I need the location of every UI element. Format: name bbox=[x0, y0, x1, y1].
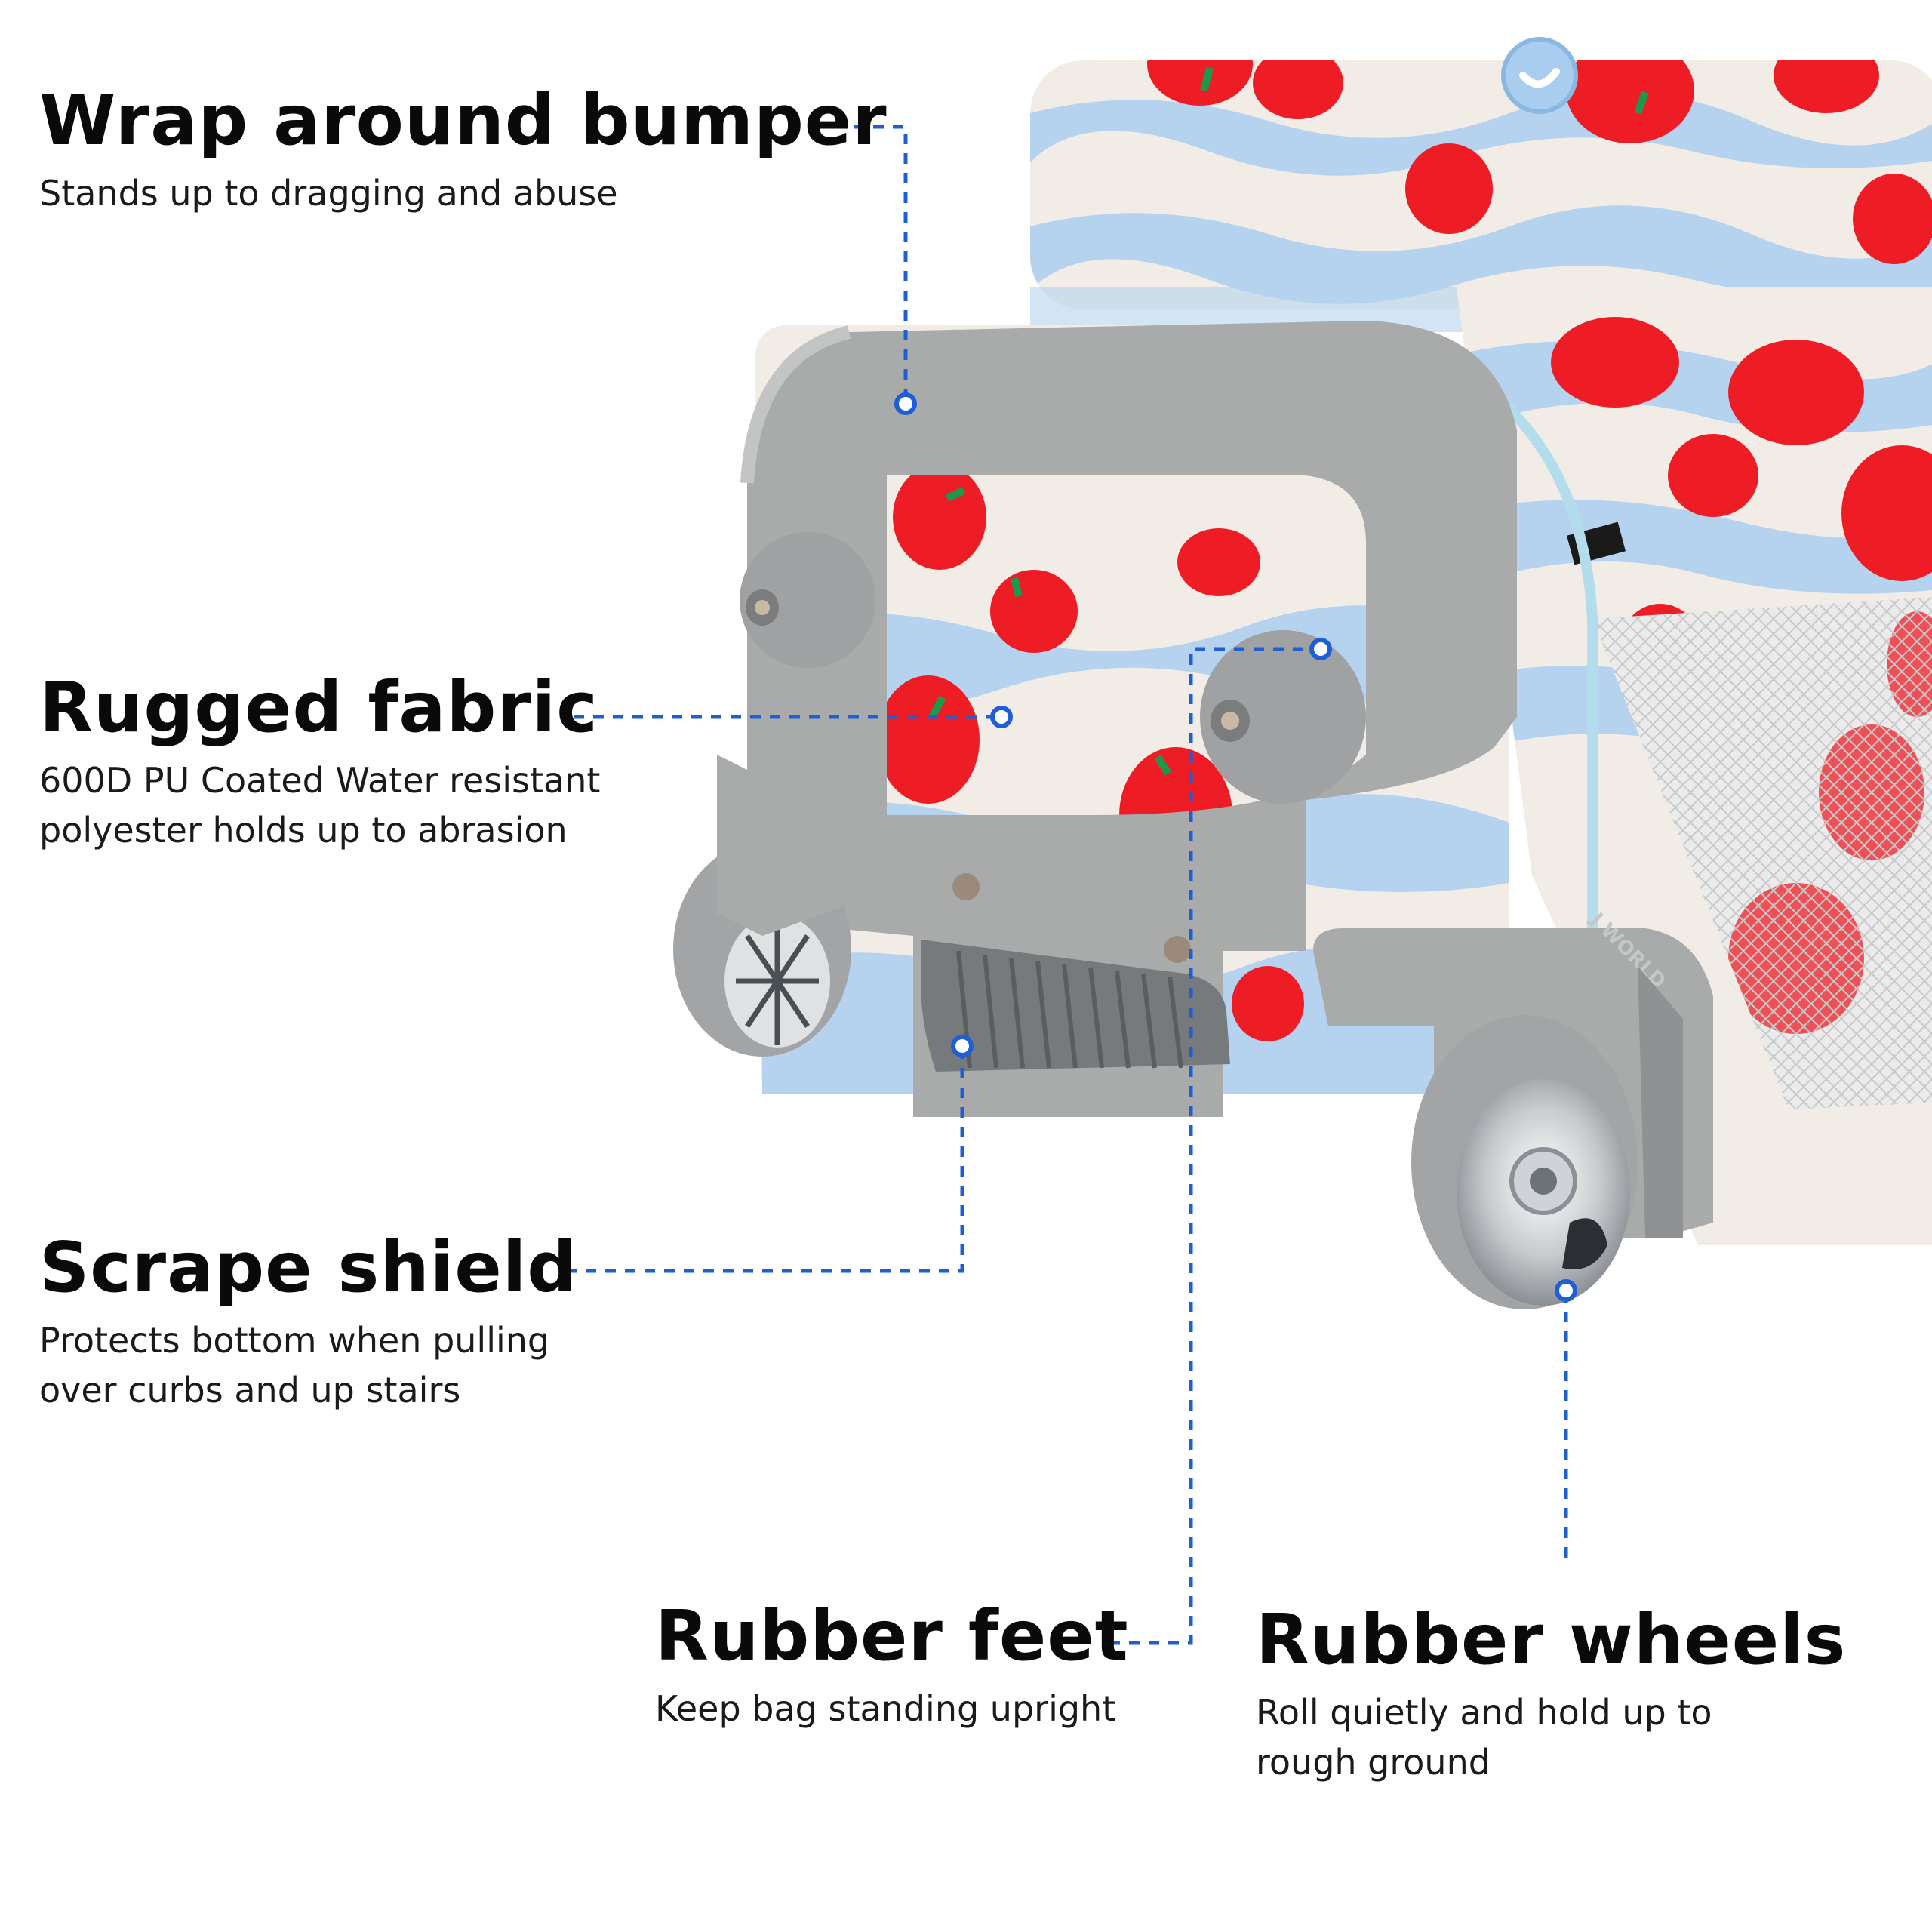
right-wheel: J WORLD bbox=[1313, 908, 1713, 1309]
feature-shield: Scrape shield Protects bottom when pulli… bbox=[39, 1227, 578, 1416]
feature-shield-desc: Protects bottom when pulling over curbs … bbox=[39, 1319, 550, 1411]
feature-feet-title: Rubber feet bbox=[655, 1595, 1129, 1676]
feature-wheels: Rubber wheels Roll quietly and hold up t… bbox=[1256, 1599, 1847, 1788]
scrape-shield bbox=[921, 940, 1230, 1072]
feature-shield-title: Scrape shield bbox=[39, 1227, 578, 1308]
feature-bumper-title: Wrap around bumper bbox=[39, 80, 888, 161]
feature-bumper-desc: Stands up to dragging and abuse bbox=[39, 172, 618, 214]
leader-lines bbox=[566, 125, 1568, 1645]
feature-wheels-desc: Roll quietly and hold up to rough ground bbox=[1256, 1691, 1712, 1783]
bumper-frame bbox=[717, 321, 1517, 1117]
feature-fabric: Rugged fabric 600D PU Coated Water resis… bbox=[39, 667, 601, 856]
feature-feet: Rubber feet Keep bag standing upright bbox=[655, 1595, 1129, 1734]
leader-bumper bbox=[834, 125, 908, 404]
dot-wheels bbox=[1555, 1279, 1577, 1302]
feature-fabric-title: Rugged fabric bbox=[39, 667, 598, 748]
leader-shield bbox=[566, 1048, 964, 1273]
feature-fabric-desc: 600D PU Coated Water resistant polyester… bbox=[39, 759, 601, 851]
feature-feet-desc: Keep bag standing upright bbox=[655, 1687, 1116, 1729]
dot-bumper bbox=[894, 392, 917, 415]
feature-bumper: Wrap around bumper Stands up to dragging… bbox=[39, 80, 888, 218]
dot-shield bbox=[951, 1035, 974, 1057]
brand-logo-badge bbox=[1501, 37, 1578, 114]
feature-wheels-title: Rubber wheels bbox=[1256, 1599, 1847, 1680]
rubber-foot-right bbox=[1200, 630, 1366, 804]
left-wheel bbox=[673, 755, 851, 1057]
dot-fabric bbox=[990, 706, 1013, 728]
rubber-foot-left bbox=[740, 532, 875, 668]
mesh-pocket bbox=[1592, 596, 1932, 1109]
leader-feet bbox=[1109, 647, 1319, 1645]
dot-feet bbox=[1309, 638, 1332, 660]
leader-dots bbox=[894, 392, 1577, 1302]
top-pocket bbox=[1030, 37, 1932, 332]
